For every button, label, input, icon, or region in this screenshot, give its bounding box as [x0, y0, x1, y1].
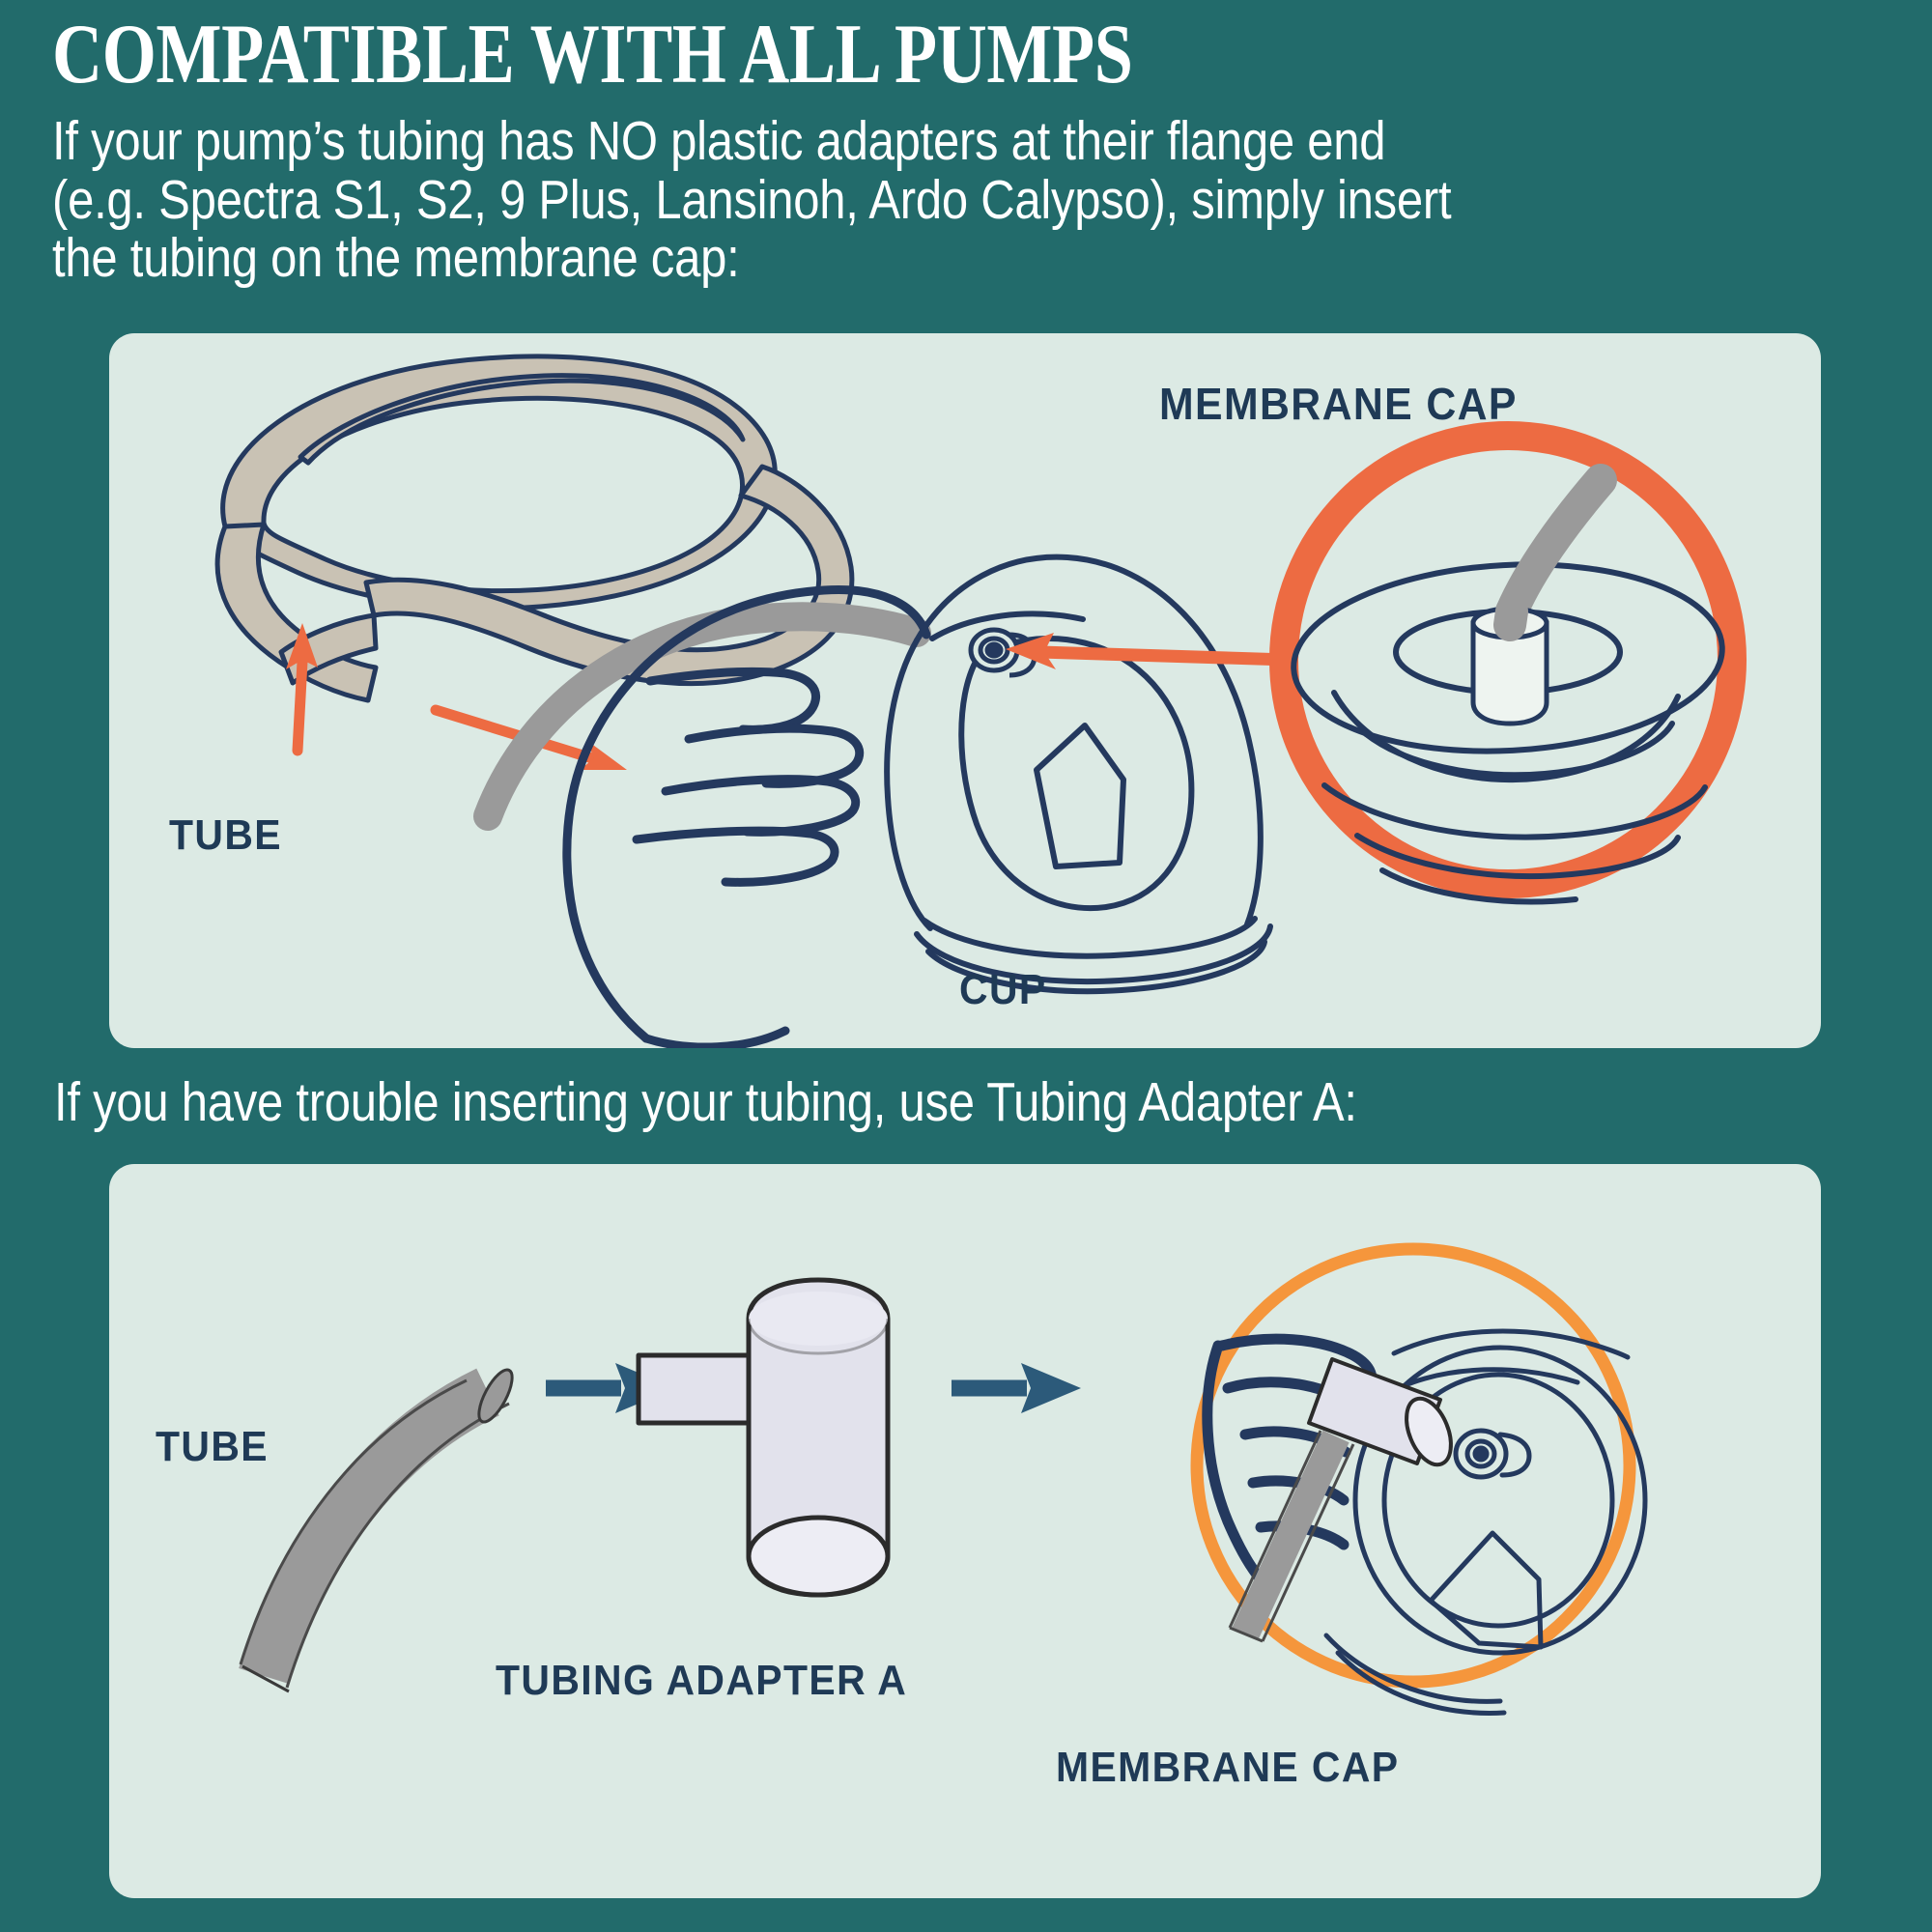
label-membrane-cap-panel-two: MEMBRANE CAP [1056, 1744, 1400, 1791]
illustration-panel-tubing-adapter: TUBE [109, 1164, 1821, 1898]
label-tube-panel-two: TUBE [156, 1423, 269, 1470]
hand-illustration [562, 584, 931, 1048]
intro-paragraph: If your pump’s tubing has NO plastic ada… [52, 110, 1930, 290]
adapter-instruction-heading: If you have trouble inserting your tubin… [54, 1071, 1357, 1133]
label-cup-panel-one: CUP [959, 966, 1047, 1013]
header: COMPATIBLE WITH ALL PUMPS If your pump’s… [0, 0, 1932, 287]
gray-tube-to-cup [473, 602, 931, 831]
panel-two-illustration [239, 1242, 1648, 1716]
magnifier-pointer-line [1006, 633, 1294, 669]
page-title: COMPATIBLE WITH ALL PUMPS [52, 8, 1133, 101]
coiled-tube-illustration [214, 354, 855, 703]
label-tube-panel-one: TUBE [169, 811, 282, 859]
intro-line-3: the tubing on the membrane cap: [52, 227, 740, 290]
gray-tube-segment [239, 1368, 514, 1693]
intro-line-1: If your pump’s tubing has NO plastic ada… [52, 110, 1386, 173]
arrow-adapter-to-cap [952, 1363, 1081, 1413]
tubing-adapter-a-illustration [636, 1277, 891, 1598]
adapter-insertion-magnifier [1190, 1242, 1648, 1716]
intro-line-2: (e.g. Spectra S1, S2, 9 Plus, Lansinoh, … [52, 168, 1452, 231]
cup-illustration [884, 554, 1273, 995]
illustration-panel-insert-tubing: MEMBRANE CAP TUBE CUP [109, 333, 1821, 1048]
membrane-cap-magnifier [1269, 421, 1747, 905]
label-tubing-adapter-a: TUBING ADAPTER A [496, 1657, 908, 1704]
arrow-up-to-tube [286, 623, 318, 756]
panel-one-illustration [214, 354, 1747, 1048]
label-membrane-cap-panel-one: MEMBRANE CAP [1159, 379, 1518, 429]
